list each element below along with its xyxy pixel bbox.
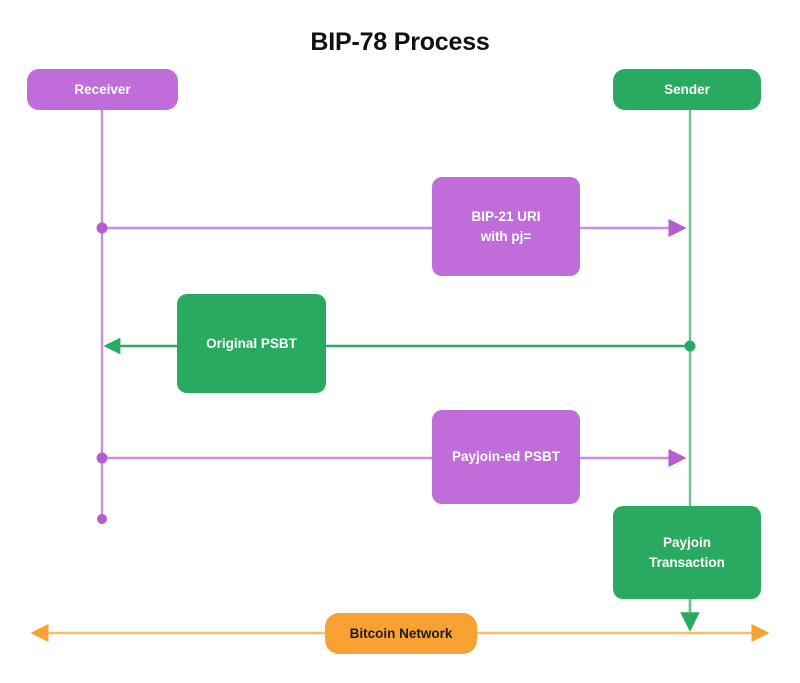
node-bip21-uri[interactable]: BIP-21 URI with pj=: [432, 177, 580, 276]
node-receiver[interactable]: Receiver: [27, 69, 178, 110]
node-payjoin-psbt-label: Payjoin-ed PSBT: [451, 449, 561, 464]
node-sender-label: Sender: [664, 81, 710, 97]
node-payjoin-psbt[interactable]: Payjoin-ed PSBT: [432, 410, 580, 504]
bip21-uri-flow-origin-dot: [96, 222, 108, 234]
original-psbt-flow-origin-dot: [684, 340, 696, 352]
node-payjoin-transaction-label: Payjoin Transaction: [649, 534, 725, 570]
node-bitcoin-network-label: Bitcoin Network: [349, 625, 453, 641]
node-original-psbt-label: Original PSBT: [206, 335, 297, 351]
node-bitcoin-network[interactable]: Bitcoin Network: [325, 613, 477, 654]
receiver-lifeline-end-dot: [97, 514, 107, 524]
node-sender[interactable]: Sender: [613, 69, 761, 110]
node-payjoin-transaction[interactable]: Payjoin Transaction: [613, 506, 761, 599]
node-original-psbt[interactable]: Original PSBT: [177, 294, 326, 393]
payjoin-psbt-flow-origin-dot: [96, 452, 108, 464]
node-bip21-uri-label: BIP-21 URI with pj=: [471, 208, 541, 244]
node-receiver-label: Receiver: [74, 81, 131, 97]
page-title: BIP-78 Process: [310, 28, 490, 56]
